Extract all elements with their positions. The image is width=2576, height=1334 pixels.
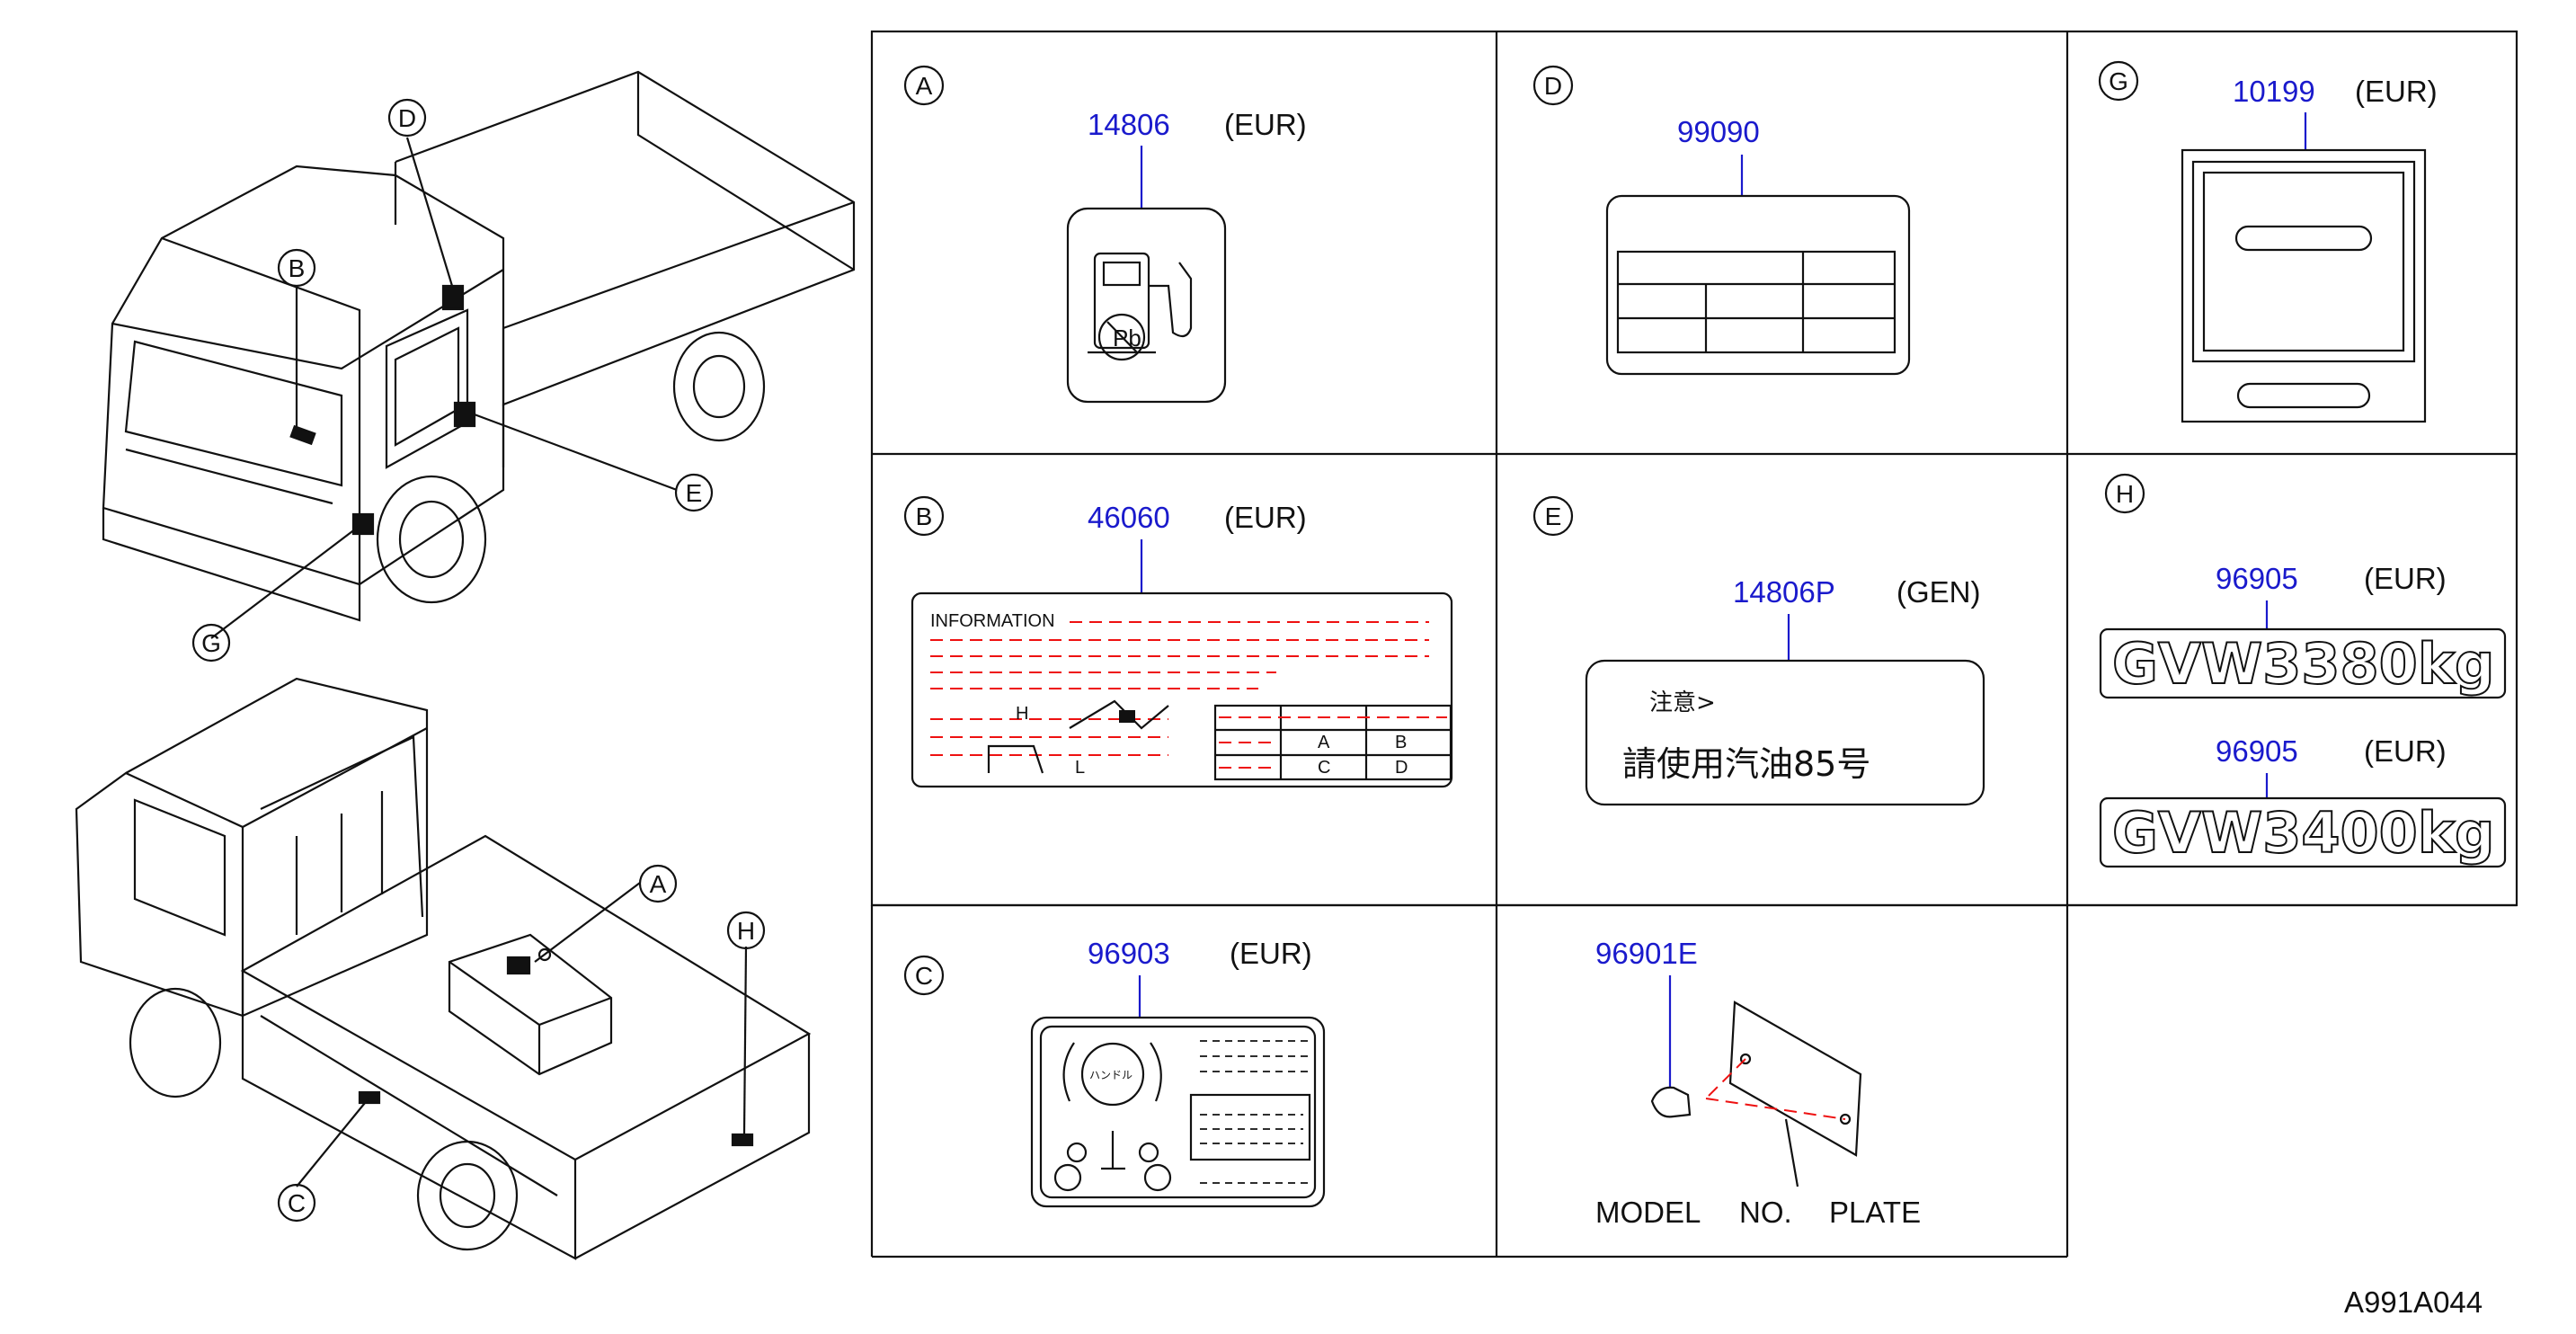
callout-c: C [288, 1189, 306, 1217]
tire-pressure-label [1605, 194, 1911, 376]
octane-main-text: 請使用汽油85号 [1622, 744, 1870, 784]
caption-model: MODEL [1595, 1196, 1701, 1229]
callout-d: D [398, 104, 416, 132]
region-h1: (EUR) [2364, 562, 2447, 595]
wheel-text: ハンドル [1089, 1069, 1133, 1081]
part-number-a: 14806 [1088, 108, 1170, 141]
panel-c: C 96903 (EUR) ハンドル [903, 937, 1326, 1208]
gvw-badge-1: GVW3380kg [2112, 631, 2494, 697]
panel-e-letter: E [1545, 502, 1562, 530]
parts-grid [870, 30, 2518, 1258]
panel-a-letter: A [916, 72, 933, 100]
part-number-b: 46060 [1088, 501, 1170, 534]
cell-a: A [1318, 733, 1330, 752]
cell-b: B [1395, 733, 1407, 752]
part-number-rivet: 96901E [1595, 937, 1698, 970]
panel-d-letter: D [1544, 72, 1562, 100]
callout-e: E [686, 479, 703, 507]
octane-caution-text: 注意> [1649, 689, 1716, 716]
panel-g-letter: G [2109, 67, 2128, 95]
truck-rear-illustration [75, 677, 812, 1260]
part-number-c: 96903 [1088, 937, 1170, 970]
callout-g: G [201, 629, 221, 657]
part-number-e: 14806P [1733, 575, 1835, 609]
panel-h-letter: H [2116, 480, 2134, 508]
callout-h: H [737, 917, 755, 945]
dim-l: L [1075, 758, 1085, 778]
model-plate [1650, 1000, 1862, 1187]
panel-d: D 99090 [1532, 65, 1911, 376]
part-number-d: 99090 [1677, 115, 1760, 148]
cell-d: D [1395, 758, 1408, 778]
panel-h: H 96905 (EUR) GVW3380kg 96905 (EUR) GVW3… [2099, 473, 2507, 868]
panel-model-plate: 96901E MODEL NO. PLATE [1595, 937, 1921, 1229]
information-label: INFORMATION H L A B C D [910, 591, 1453, 788]
truck-front-illustration [102, 70, 856, 622]
caption-plate: PLATE [1829, 1196, 1921, 1229]
region-e: (GEN) [1896, 575, 1981, 609]
panel-b-letter: B [916, 502, 933, 530]
callout-a-marker [638, 864, 678, 903]
caution-label-g [2181, 148, 2427, 423]
callout-b-marker [277, 248, 316, 288]
lead-pb-glyph: Pb [1113, 325, 1141, 351]
steering-warning-label: ハンドル [1030, 1016, 1326, 1208]
truck-front-callouts: B D E G [191, 98, 714, 663]
region-h2: (EUR) [2364, 734, 2447, 768]
information-heading: INFORMATION [930, 611, 1055, 631]
truck-rear-callouts: A H C [277, 864, 766, 1223]
part-number-g: 10199 [2233, 75, 2315, 108]
panel-g: G 10199 (EUR) [2098, 60, 2438, 423]
fuel-pump-label: Pb [1066, 207, 1227, 404]
fuel-octane-label: 注意> 請使用汽油85号 [1585, 659, 1985, 806]
panel-b: B 46060 (EUR) INFORMATION H L [903, 495, 1453, 788]
region-c: (EUR) [1230, 937, 1312, 970]
gvw-badge-2-frame [2099, 796, 2507, 868]
dim-h: H [1016, 704, 1028, 724]
callout-d-marker [387, 98, 427, 138]
drawing-id: A991A044 [2344, 1285, 2483, 1319]
callout-b: B [289, 254, 306, 282]
panel-a: A 14806 (EUR) Pb [903, 65, 1307, 404]
callout-c-marker [277, 1183, 316, 1223]
part-number-h2: 96905 [2216, 734, 2298, 768]
region-g: (EUR) [2355, 75, 2438, 108]
callout-g-marker [191, 623, 231, 663]
callout-a: A [650, 870, 667, 898]
panel-c-letter: C [915, 962, 933, 990]
region-b: (EUR) [1224, 501, 1307, 534]
gvw-badge-1-frame [2099, 627, 2507, 699]
region-a: (EUR) [1224, 108, 1307, 141]
cell-c: C [1318, 758, 1330, 778]
callout-h-marker [726, 911, 766, 950]
panel-e: E 14806P (GEN) 注意> 請使用汽油85号 [1532, 495, 1985, 806]
callout-e-marker [674, 473, 714, 512]
part-number-h1: 96905 [2216, 562, 2298, 595]
gvw-badge-2: GVW3400kg [2112, 800, 2494, 866]
caption-no: NO. [1739, 1196, 1792, 1229]
